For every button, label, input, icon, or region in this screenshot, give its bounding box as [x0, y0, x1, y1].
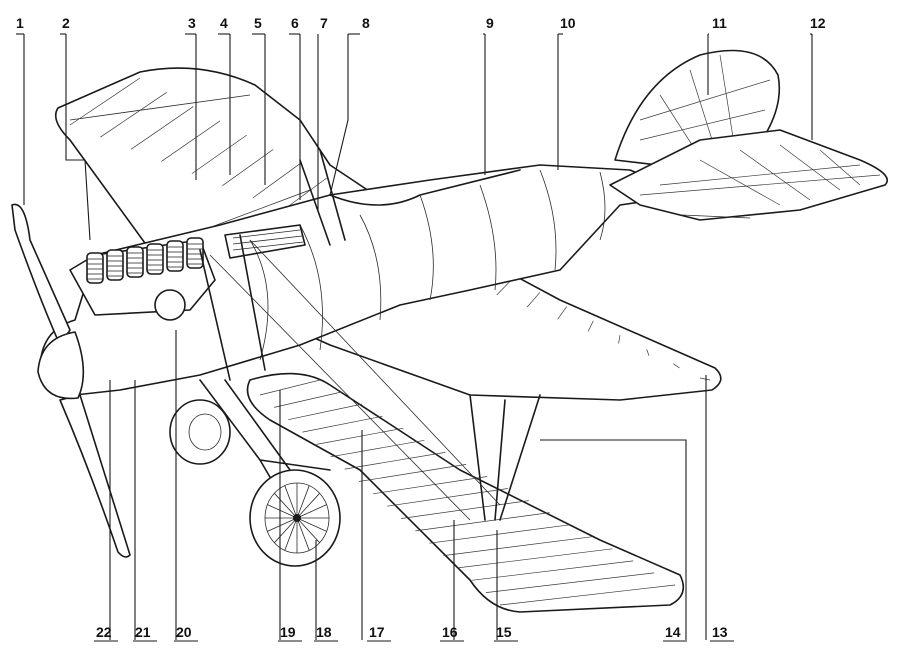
- callout-number-17: 17: [369, 624, 385, 640]
- callout-number-5: 5: [254, 15, 262, 31]
- callout-number-8: 8: [362, 15, 370, 31]
- struts: [199, 149, 541, 521]
- callout-row-bottom: 22 21 20 19 18 17 16 15 14 13: [94, 624, 734, 642]
- callout-number-9: 9: [486, 15, 494, 31]
- callout-number-12: 12: [810, 15, 826, 31]
- callout-number-20: 20: [176, 624, 192, 640]
- callout-number-14: 14: [665, 624, 681, 640]
- callout-number-3: 3: [188, 15, 196, 31]
- callout-number-18: 18: [316, 624, 332, 640]
- landing-gear: [169, 379, 341, 567]
- callout-number-15: 15: [496, 624, 512, 640]
- callout-leaders: [23, 34, 813, 640]
- callout-leader-8: [329, 34, 349, 196]
- callout-leader-2: [65, 34, 91, 241]
- callout-number-6: 6: [291, 15, 299, 31]
- callout-number-22: 22: [96, 624, 112, 640]
- callout-number-11: 11: [712, 15, 727, 31]
- callout-number-4: 4: [220, 15, 228, 31]
- tail-unit: [609, 49, 888, 221]
- callout-number-13: 13: [712, 624, 728, 640]
- callout-number-2: 2: [62, 15, 70, 31]
- callout-number-10: 10: [560, 15, 576, 31]
- callout-number-1: 1: [16, 15, 24, 31]
- callout-number-16: 16: [442, 624, 458, 640]
- engine: [69, 224, 306, 321]
- callout-number-21: 21: [135, 624, 151, 640]
- callout-number-19: 19: [280, 624, 296, 640]
- callout-number-7: 7: [320, 15, 328, 31]
- callout-leader-14: [540, 439, 687, 640]
- propeller: [11, 203, 131, 558]
